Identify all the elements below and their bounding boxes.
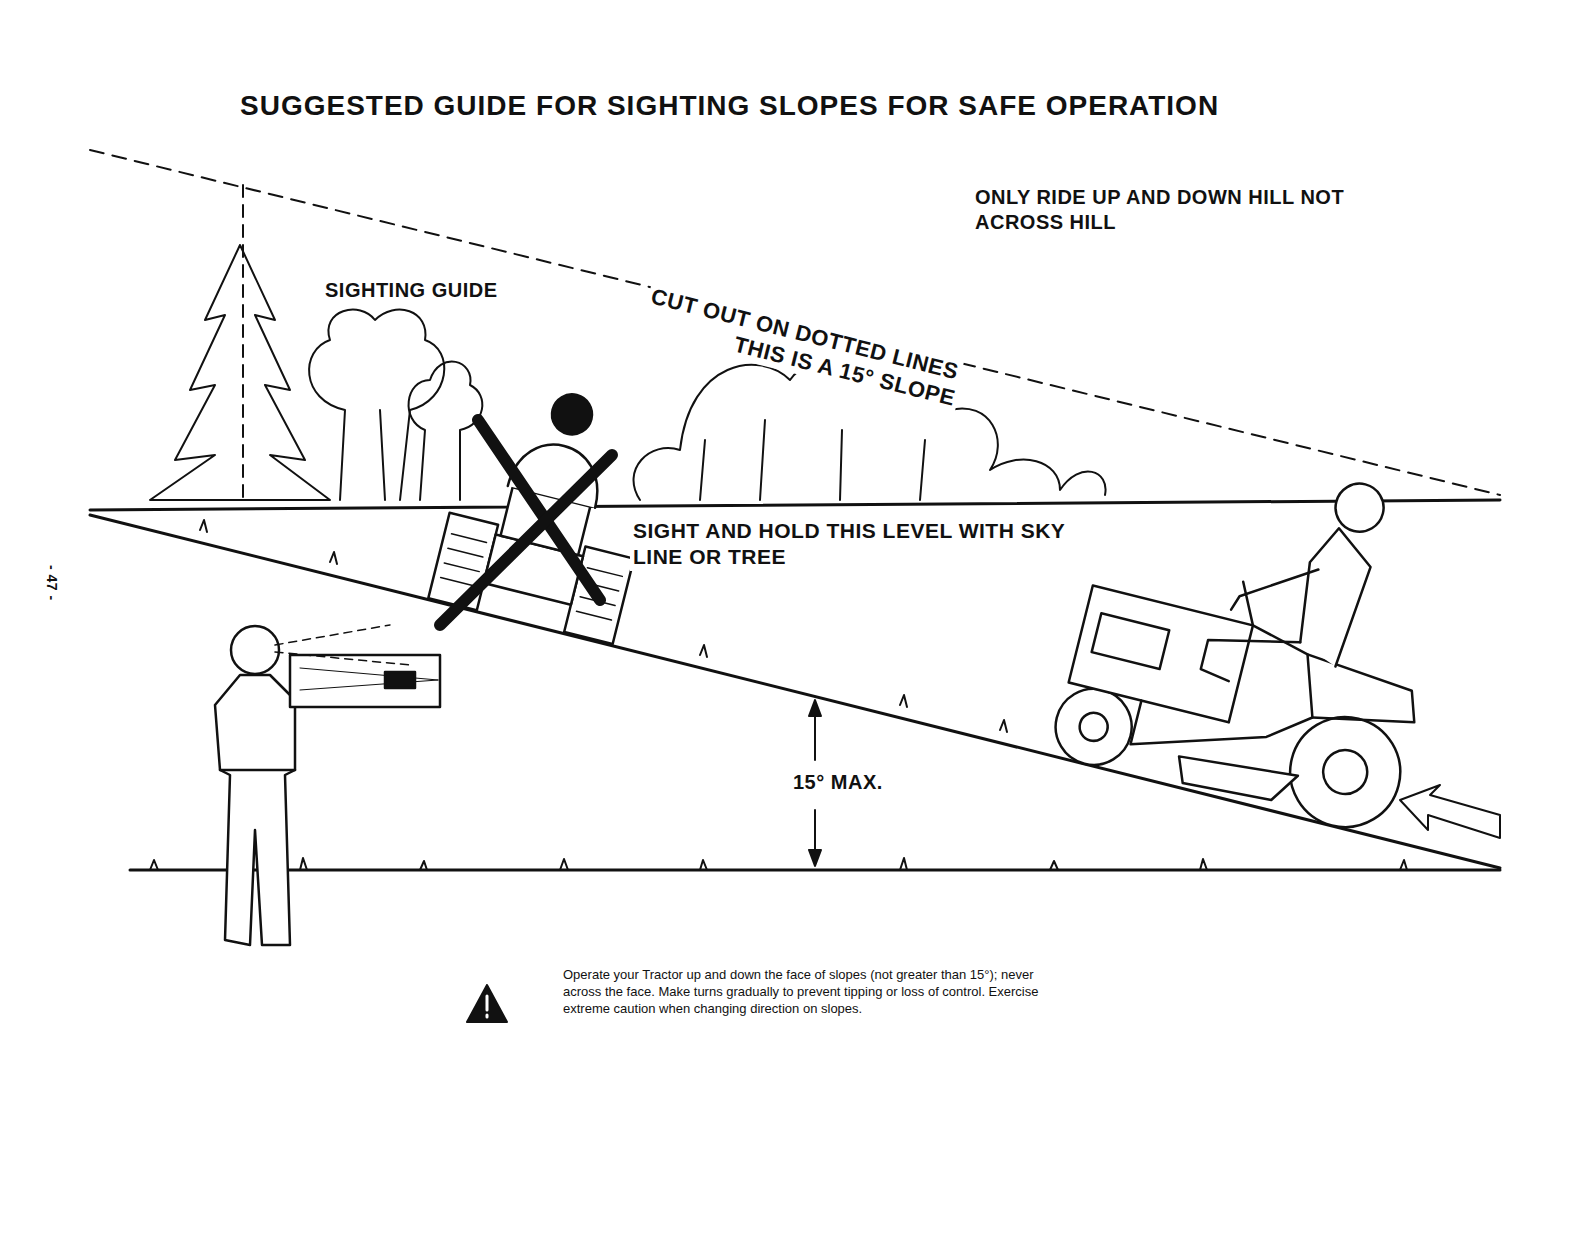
grass — [150, 520, 1407, 870]
tree — [309, 310, 444, 500]
horizon-line — [90, 500, 1500, 510]
page-number: - 47 - — [43, 565, 61, 601]
man-sighting — [215, 625, 440, 945]
warning-symbol — [467, 985, 507, 1022]
ground-line — [130, 869, 1500, 872]
warning-symbol — [486, 996, 489, 1017]
diagram-title: SUGGESTED GUIDE FOR SIGHTING SLOPES FOR … — [240, 88, 1219, 123]
part-label: SIGHTING GUIDE — [322, 278, 501, 303]
tractor-across-hill — [428, 372, 669, 644]
tree — [409, 361, 483, 500]
direction-arrow — [1400, 785, 1500, 838]
instruction-note: ONLY RIDE UP AND DOWN HILL NOT ACROSS HI… — [975, 185, 1390, 235]
cross-mark — [440, 455, 612, 625]
slope-line — [90, 515, 1500, 868]
tree-trunk — [700, 420, 925, 500]
dotted-cut-line — [242, 185, 244, 505]
warning-caption: Operate your Tractor up and down the fac… — [563, 967, 1043, 1018]
angle-dimension: 15° MAX. — [790, 770, 886, 795]
sighting-instruction: SIGHT AND HOLD THIS LEVEL WITH SKY LINE … — [630, 518, 1106, 571]
tractor-up-hill — [1048, 426, 1468, 839]
pine-tree — [150, 245, 330, 500]
dotted-cut-line — [90, 150, 1500, 495]
